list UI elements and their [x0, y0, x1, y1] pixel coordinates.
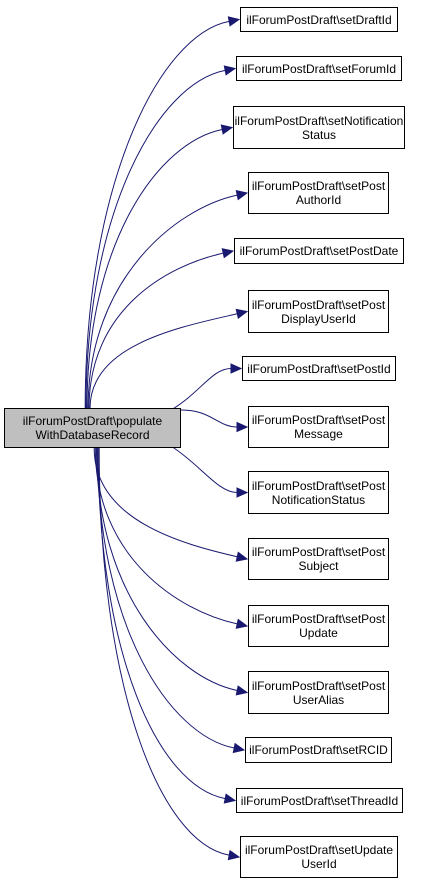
arrow-head — [235, 551, 249, 562]
node-label-line: ilForumPostDraft\setRCID — [249, 743, 388, 757]
arrow-head — [235, 618, 249, 629]
arrow-head — [227, 16, 241, 27]
node-label-line: ilForumPostDraft\setPost — [251, 612, 386, 626]
arrow-head — [236, 487, 249, 498]
callee-node-set-rcid[interactable]: ilForumPostDraft\setRCID — [245, 737, 392, 763]
node-label-line: ilForumPostDraft\setPost — [251, 678, 386, 693]
arrow-head — [221, 248, 235, 259]
call-edge — [96, 447, 235, 749]
node-label-line: ilForumPostDraft\setPost — [251, 297, 386, 312]
callee-node-set-draft-id[interactable]: ilForumPostDraft\setDraftId — [240, 7, 398, 32]
node-label-line: ilForumPostDraft\setPost — [251, 478, 386, 493]
call-edge — [97, 447, 226, 800]
node-label-line: ilForumPostDraft\setForumId — [241, 61, 397, 76]
node-label-line: AuthorId — [295, 193, 342, 207]
node-label-line: ilForumPostDraft\setPost — [251, 413, 386, 427]
callee-node-set-post-date[interactable]: ilForumPostDraft\setPostDate — [234, 238, 404, 264]
node-label-line: ilForumPostDraft\setPost — [251, 179, 386, 193]
call-edge — [93, 447, 238, 558]
arrow-head — [232, 742, 246, 754]
arrow-head — [220, 124, 234, 135]
arrow-head — [235, 190, 249, 201]
node-label-line: ilForumPostDraft\setUpdate — [244, 843, 394, 857]
node-label-line: NotificationStatus — [271, 492, 366, 507]
callee-node-set-post-id[interactable]: ilForumPostDraft\setPostId — [242, 356, 396, 381]
node-label-line: ilForumPostDraft\setNotification — [234, 113, 404, 128]
node-label-line: ilForumPostDraft\setThreadId — [240, 793, 399, 808]
node-label-line: ilForumPostDraft\setPost — [251, 545, 386, 559]
call-edge — [86, 128, 223, 409]
call-edge — [98, 447, 230, 856]
node-label-line: UserId — [301, 857, 337, 871]
node-label-line: ilForumPostDraft\setDraftId — [246, 12, 392, 27]
arrow-head — [230, 363, 243, 374]
call-edge — [85, 69, 226, 409]
arrow-head — [235, 308, 249, 320]
call-edge — [84, 20, 230, 409]
node-label-line: ilForumPostDraft\setPostDate — [239, 244, 399, 258]
arrow-head — [223, 793, 237, 804]
callee-node-set-forum-id[interactable]: ilForumPostDraft\setForumId — [236, 56, 402, 81]
arrow-head — [227, 849, 241, 861]
node-label-line: DisplayUserId — [281, 311, 356, 326]
node-label-line: Update — [299, 626, 338, 640]
arrow-head — [236, 421, 249, 433]
callee-node-set-thread-id[interactable]: ilForumPostDraft\setThreadId — [236, 788, 403, 813]
node-label-line: Subject — [298, 559, 339, 573]
call-edge — [180, 409, 238, 428]
call-edge — [89, 313, 238, 409]
call-edge — [170, 368, 232, 411]
call-edge — [88, 252, 224, 409]
node-label-line: ilForumPostDraft\setPostId — [247, 361, 391, 376]
node-label-line: UserAlias — [292, 692, 345, 707]
arrow-head — [235, 685, 249, 696]
node-label-line: ilForumPostDraft\populate — [22, 414, 163, 428]
call-edge — [95, 447, 238, 691]
node-label-line: WithDatabaseRecord — [35, 428, 150, 442]
call-edge — [170, 445, 238, 493]
arrow-head — [223, 65, 237, 76]
call-edge — [87, 194, 238, 409]
node-label-line: Message — [294, 427, 343, 441]
node-label-line: Status — [301, 127, 337, 142]
